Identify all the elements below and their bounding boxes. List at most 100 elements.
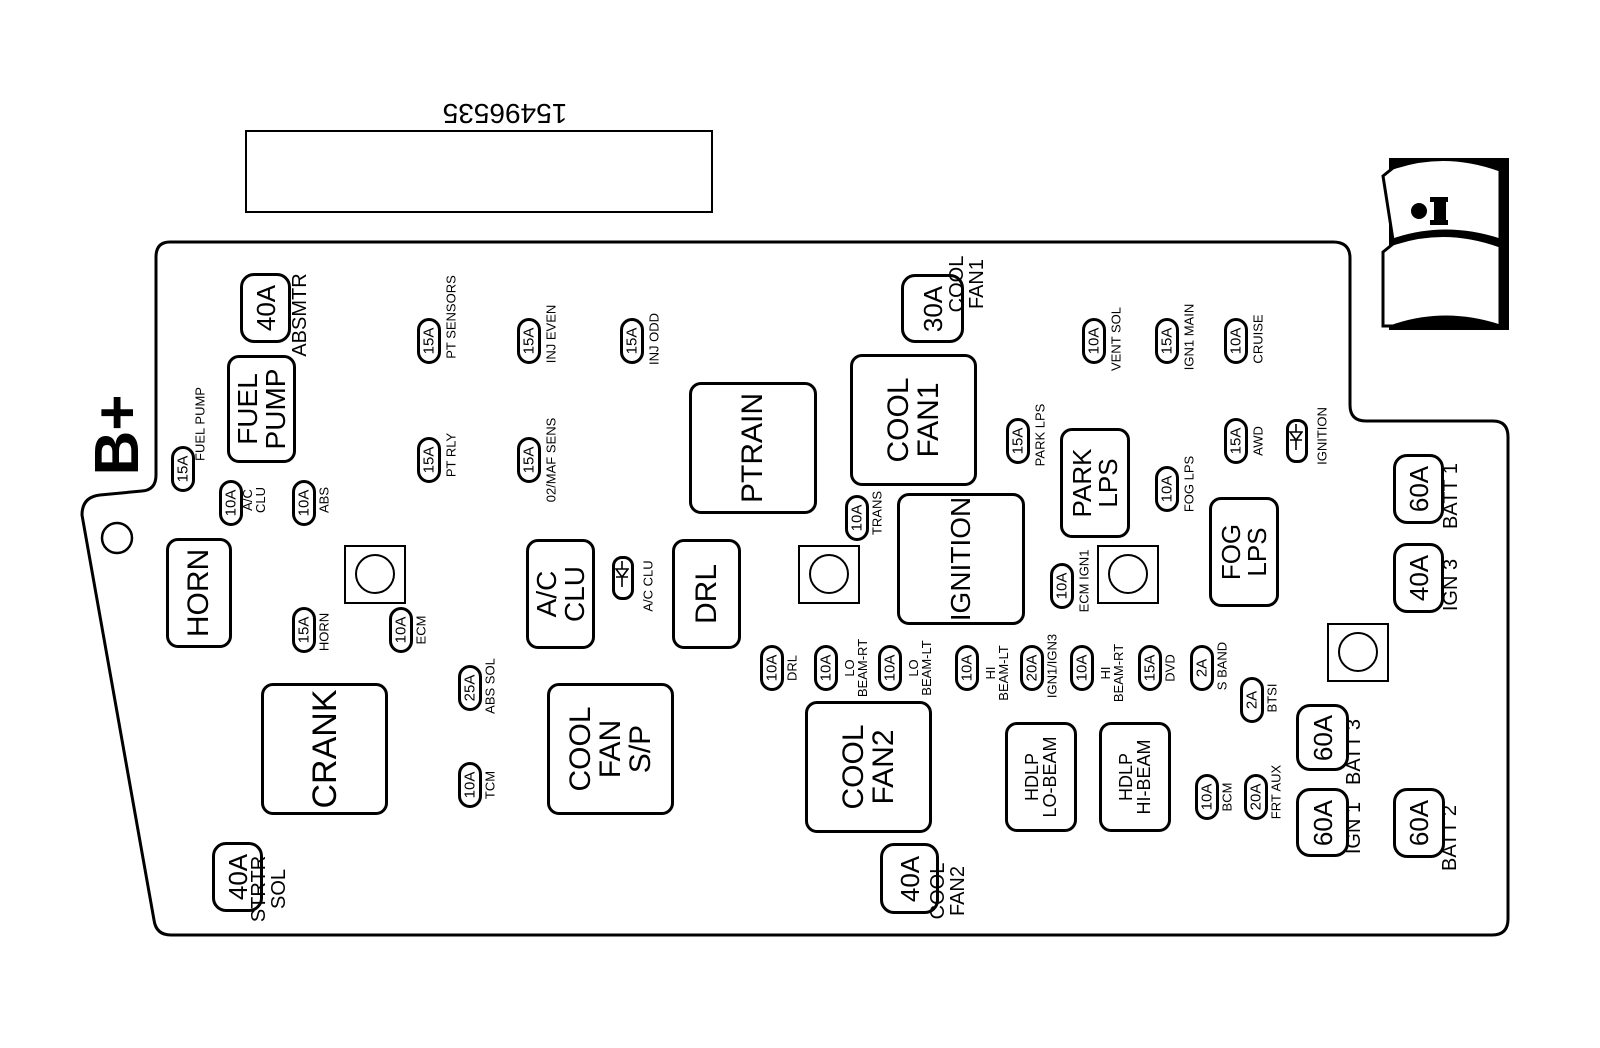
diode-label: A/C CLU <box>640 560 656 612</box>
fuse-rating: 20A <box>1247 783 1265 811</box>
mini-fuse-lo-beam-rt <box>814 645 838 691</box>
mini-fuse-tcm-f <box>458 762 482 808</box>
relay-label: DRL <box>689 563 723 625</box>
fuse-label: ECM IGN1 <box>1076 549 1092 613</box>
mini-fuse-lo-beam-lt <box>878 645 902 691</box>
mini-fuse-awd-f <box>1224 418 1248 464</box>
relay-ptrain <box>689 382 817 514</box>
fuse-rating: 40A <box>894 855 925 902</box>
relay-hdlp-lo <box>1005 722 1077 832</box>
fuse-rating: 10A <box>881 654 899 682</box>
mini-fuse-hi-beam-lt <box>955 645 979 691</box>
part-number-box <box>245 130 713 213</box>
relay-cool-fan-sp <box>547 683 674 815</box>
mini-fuse-pt-rly <box>417 437 441 483</box>
fuse-rating: 10A <box>1227 327 1245 355</box>
relay-label: IGNITION <box>945 496 976 622</box>
fuse-rating: 15A <box>520 446 538 474</box>
fuse-rating: 2A <box>1193 658 1211 678</box>
mini-fuse-inj-odd <box>620 318 644 364</box>
diode-symbol-icon <box>615 561 629 587</box>
relay-label: PTRAIN <box>736 392 769 504</box>
diode-ac-clu-diode <box>612 556 634 600</box>
fuse-label: BCM <box>1219 782 1235 812</box>
mini-fuse-ign1-ign3 <box>1020 645 1044 691</box>
info-book-icon <box>1381 157 1509 330</box>
fuse-rating: 60A <box>1403 465 1434 513</box>
diode-symbol-icon <box>1289 424 1303 450</box>
fuse-label: 02/MAF SENS <box>543 417 559 503</box>
relay-label: COOL FAN1 <box>881 377 945 463</box>
mini-fuse-abs-f <box>292 480 316 526</box>
fuse-rating: 10A <box>461 771 479 799</box>
screw-boss <box>798 545 860 604</box>
fuse-label: CRUISE <box>1250 314 1266 364</box>
fuse-label: IGN1 MAIN <box>1181 303 1197 371</box>
fuse-label: A/C CLU <box>240 486 268 514</box>
mini-fuse-dvd-f <box>1138 645 1162 691</box>
mini-fuse-vent-sol <box>1082 318 1106 364</box>
fuse-rating: 10A <box>848 504 866 532</box>
fuse-label: DRL <box>784 654 800 682</box>
fuse-rating: 10A <box>763 654 781 682</box>
mini-fuse-fog-lps-f <box>1155 466 1179 512</box>
fuse-rating: 10A <box>1053 572 1071 600</box>
fuse-label: ABS <box>316 486 332 514</box>
fuse-label: S BAND <box>1214 641 1230 691</box>
fuse-rating: 15A <box>1158 327 1176 355</box>
mini-fuse-pt-sensors <box>417 318 441 364</box>
fuse-label: BTSI <box>1264 683 1280 713</box>
fuse-label: LO BEAM-RT <box>842 638 870 698</box>
mini-fuse-btsi-f <box>1240 677 1264 723</box>
fuse-label: DVD <box>1162 654 1178 682</box>
fuse-rating: 15A <box>174 455 192 483</box>
relay-label: HDLP LO-BEAM <box>1022 736 1060 818</box>
fuse-label: HORN <box>316 612 332 652</box>
fuse-rating: 40A <box>222 853 253 901</box>
fuse-rating: 15A <box>420 327 438 355</box>
fuse-rating: 10A <box>817 654 835 682</box>
fuse-label: AWD <box>1250 426 1266 456</box>
diode-label: IGNITION <box>1314 407 1330 465</box>
relay-label: CRANK <box>305 689 344 809</box>
fuse-label: PT RLY <box>443 432 459 478</box>
fuse-label: FUEL PUMP <box>192 387 208 461</box>
fuse-rating: 10A <box>1158 475 1176 503</box>
fuse-rating: 40A <box>1403 554 1434 602</box>
fuse-rating: 10A <box>958 654 976 682</box>
fuse-block-border <box>80 240 1510 937</box>
mini-fuse-ign1-main <box>1155 318 1179 364</box>
mini-fuse-inj-even <box>517 318 541 364</box>
relay-ac-clu <box>526 539 595 649</box>
relay-label: COOL FAN S/P <box>563 706 657 792</box>
maxi-fuse-cool-fan1-fuse <box>901 274 964 343</box>
fuse-rating: 15A <box>295 616 313 644</box>
fuse-rating: 2A <box>1243 690 1261 710</box>
fuse-label: PARK LPS <box>1032 403 1048 467</box>
fuse-label: IGN 1 <box>1342 801 1365 855</box>
fuse-label: COOL FAN2 <box>926 862 969 920</box>
fuse-rating: 20A <box>1023 654 1041 682</box>
screw-boss <box>344 545 406 604</box>
screw-boss <box>1327 623 1389 682</box>
relay-cool-fan2 <box>805 701 932 833</box>
fuse-label: ABS SOL <box>482 658 498 714</box>
fuse-rating: 10A <box>295 489 313 517</box>
relay-label: FOG LPS <box>1216 523 1272 581</box>
fuse-label: TCM <box>482 770 498 800</box>
mini-fuse-abs-sol <box>458 665 482 711</box>
mini-fuse-fuel-pump-f <box>171 446 195 492</box>
fuse-label: ABSMTR <box>288 273 311 357</box>
fuse-rating: 60A <box>1307 799 1338 846</box>
fuse-label: IGN1/IGN3 <box>1044 633 1060 699</box>
relay-label: A/C CLU <box>530 565 590 623</box>
mini-fuse-maf-sens <box>517 437 541 483</box>
fuse-rating: 10A <box>1073 654 1091 682</box>
fuse-label: BATT 1 <box>1439 463 1462 529</box>
fuse-rating: 10A <box>1085 327 1103 355</box>
fuse-rating: 40A <box>250 284 281 332</box>
fuse-rating: 15A <box>1009 427 1027 455</box>
maxi-fuse-absmtr <box>240 273 291 343</box>
